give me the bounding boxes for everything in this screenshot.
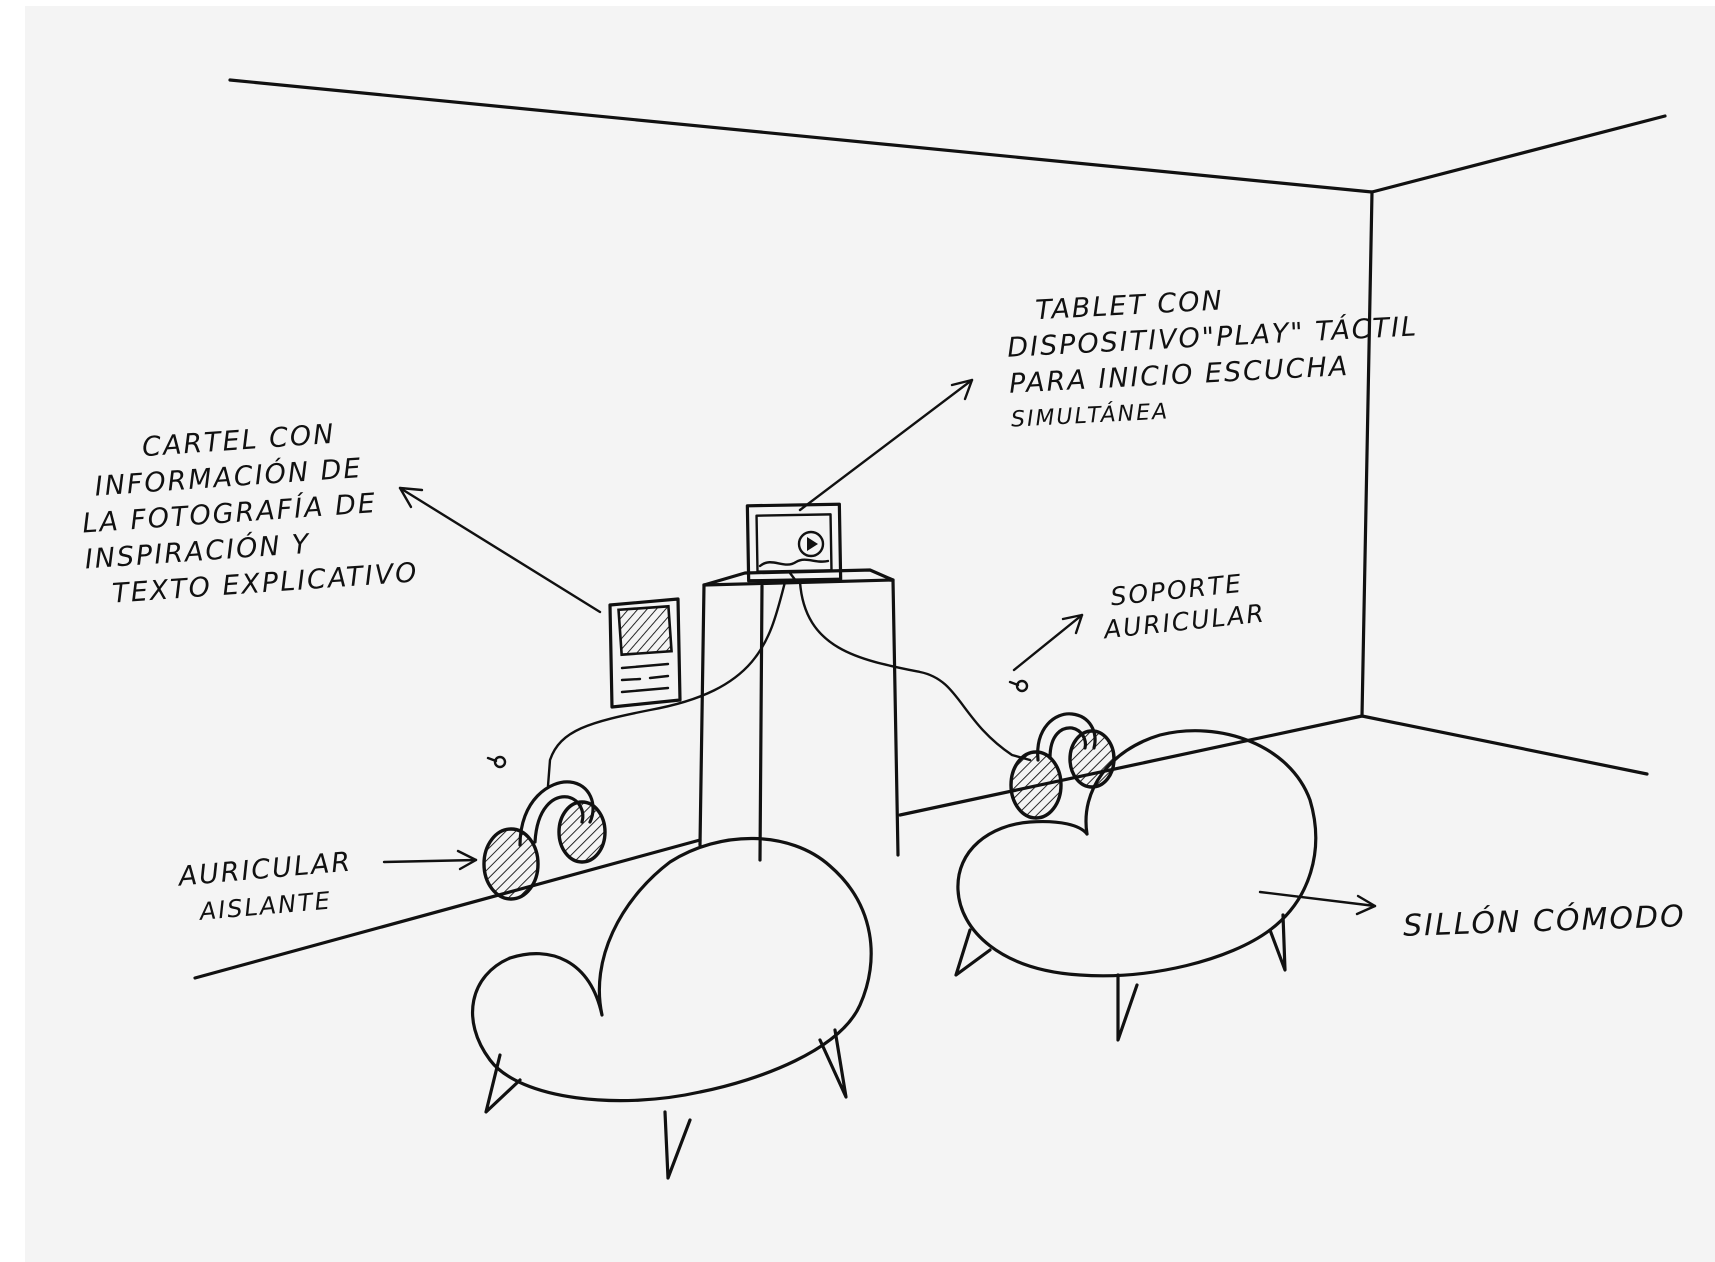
tablet: [747, 504, 840, 581]
headphone-label: AURICULAR AISLANTE: [177, 845, 356, 932]
pedestal: [700, 570, 898, 860]
annotation-arrows: [384, 380, 1375, 914]
poster-label: CARTEL CON INFORMACIÓN DE LA FOTOGRAFÍA …: [76, 412, 420, 615]
tablet-label: TABLET CON DISPOSITIVO"PLAY" TÁCTIL PARA…: [1005, 273, 1423, 438]
room-walls: [195, 80, 1665, 978]
right-headphones: [1011, 714, 1114, 818]
poster: [610, 599, 680, 707]
left-armchair: [473, 838, 872, 1178]
headphone-hooks: [488, 681, 1027, 767]
